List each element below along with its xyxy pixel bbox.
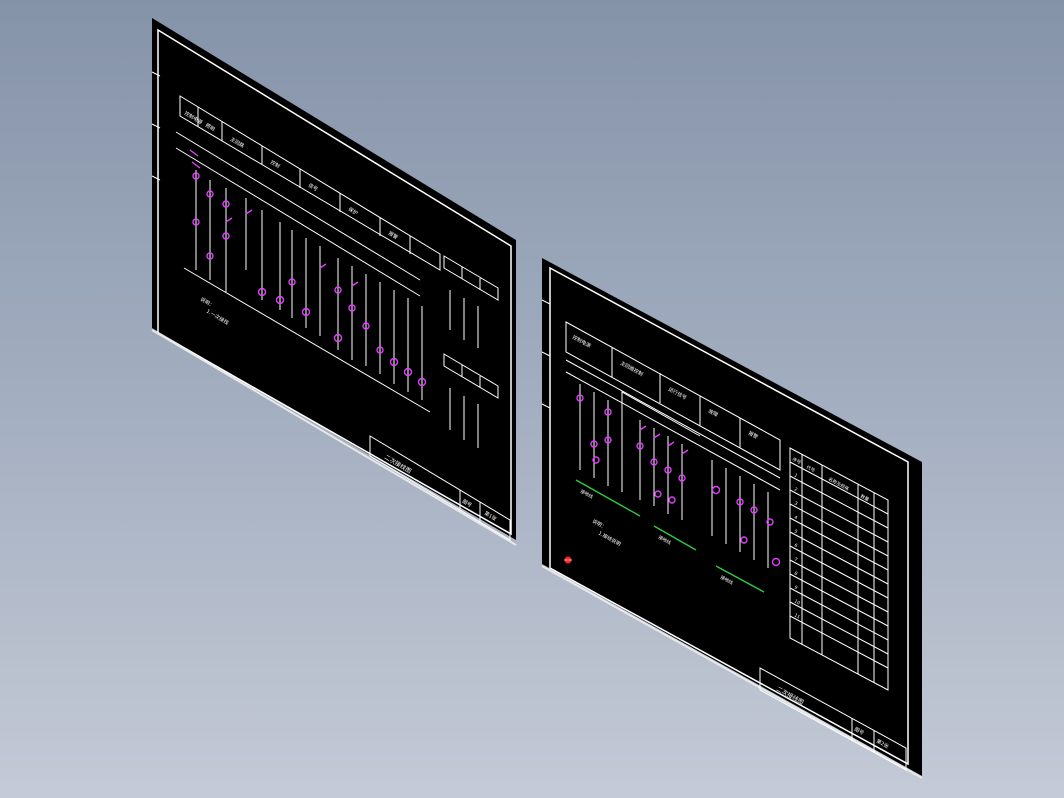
sheet-right-base-edge	[541, 565, 923, 779]
sheet-left-header-table	[179, 95, 441, 271]
sheet-right-components	[576, 394, 781, 567]
svg-text:10: 10	[793, 598, 801, 606]
svg-text:报警: 报警	[747, 430, 759, 441]
red-dot-icon	[564, 556, 572, 564]
svg-text:11: 11	[793, 612, 801, 620]
sheet-right-circuit-branches	[579, 384, 769, 568]
sheet-left-background	[152, 18, 516, 540]
sheet-left-sheet-label: 图号	[461, 499, 473, 509]
svg-text:2: 2	[793, 486, 798, 493]
sheet-right-parts-table	[789, 447, 889, 691]
svg-text:数量: 数量	[859, 493, 871, 504]
svg-text:6: 6	[793, 542, 798, 549]
drawing-sheet-right[interactable]: 控制电源 主回路控制 运行信号 故障 报警	[541, 258, 923, 779]
svg-text:信号: 信号	[307, 182, 319, 193]
sheet-right-bus-lines	[565, 359, 781, 491]
sheet-right-sheet-label: 图号	[853, 727, 865, 737]
sheet-left-margin-marks	[151, 71, 161, 181]
sheet-left-side-tables	[443, 255, 499, 399]
svg-text:故障: 故障	[707, 408, 719, 419]
svg-text:序号: 序号	[791, 456, 803, 467]
svg-text:控制: 控制	[269, 159, 281, 170]
svg-text:1: 1	[793, 472, 798, 479]
sheet-right-ground-wires	[575, 479, 765, 593]
drawing-sheet-left[interactable]: 控制电源 照明 主回路 控制 信号 保护 报警	[151, 18, 517, 546]
svg-text:报警: 报警	[387, 230, 399, 241]
sheet-left-side-circuits	[449, 290, 479, 448]
svg-text:保护: 保护	[347, 206, 359, 217]
sheet-right-margin-marks	[541, 299, 551, 409]
svg-text:3: 3	[793, 500, 798, 507]
sheet-left-components	[189, 149, 427, 387]
svg-text:8: 8	[793, 570, 798, 577]
svg-text:7: 7	[793, 556, 798, 563]
sheet-right-background	[542, 258, 922, 776]
sheet-left-circuit-branches	[183, 170, 431, 413]
svg-text:照明: 照明	[204, 123, 216, 133]
svg-text:代号: 代号	[805, 464, 817, 475]
svg-text:4: 4	[793, 514, 798, 521]
svg-text:9: 9	[793, 584, 798, 591]
svg-text:5: 5	[793, 528, 798, 535]
sheet-right-header-table	[565, 321, 781, 471]
sheet-right-frame	[549, 266, 909, 766]
sheet-left-bus-lines	[175, 131, 421, 297]
sheet-left-base-edge	[151, 329, 517, 546]
sheet-left-frame	[157, 28, 512, 536]
